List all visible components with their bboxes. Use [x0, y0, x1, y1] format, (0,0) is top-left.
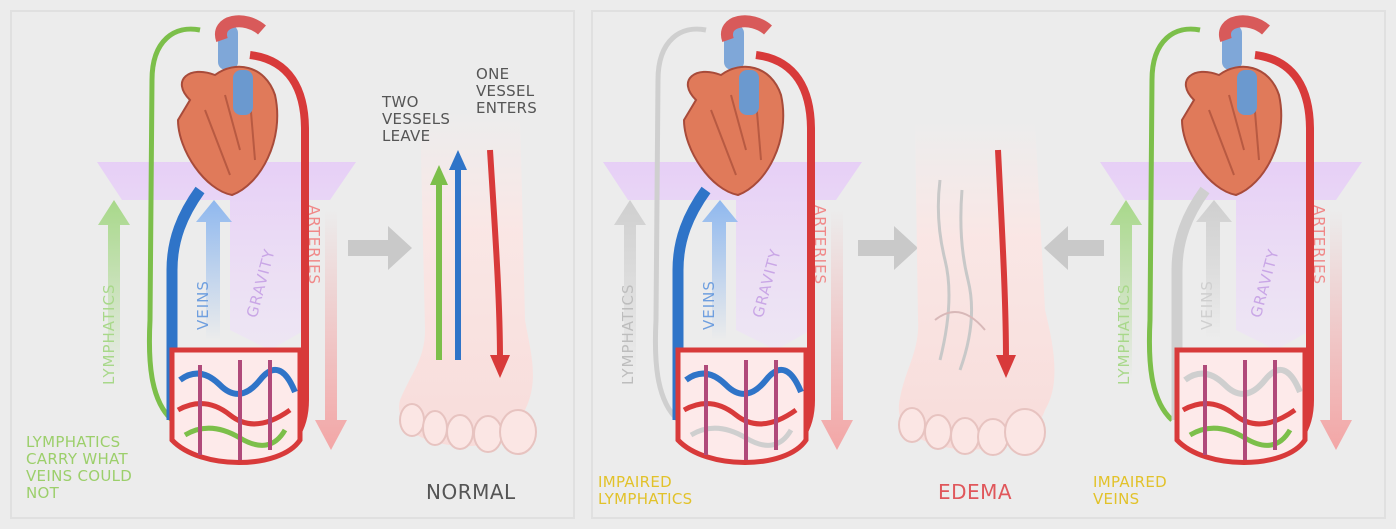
- lymphatics-label: LYMPHATICS: [1115, 284, 1133, 385]
- impaired-veins-label: IMPAIRED VEINS: [1093, 474, 1167, 508]
- veins-label: VEINS: [194, 280, 212, 330]
- veins-label: VEINS: [700, 280, 718, 330]
- lymphatics-label: LYMPHATICS: [100, 284, 118, 385]
- normal-title: NORMAL: [426, 480, 516, 504]
- one-vessel-enters-label: ONE VESSEL ENTERS: [476, 66, 537, 117]
- arteries-label: ARTERIES: [1310, 205, 1328, 285]
- veins-label: VEINS: [1198, 280, 1216, 330]
- arteries-label: ARTERIES: [811, 205, 829, 285]
- lymphatics-label: LYMPHATICS: [619, 284, 637, 385]
- edema-title: EDEMA: [938, 480, 1012, 504]
- impaired-lymphatics-label: IMPAIRED LYMPHATICS: [598, 474, 692, 508]
- lymphatics-note: LYMPHATICS CARRY WHAT VEINS COULD NOT: [26, 434, 132, 502]
- two-vessels-leave-label: TWO VESSELS LEAVE: [382, 94, 450, 145]
- arteries-label: ARTERIES: [305, 205, 323, 285]
